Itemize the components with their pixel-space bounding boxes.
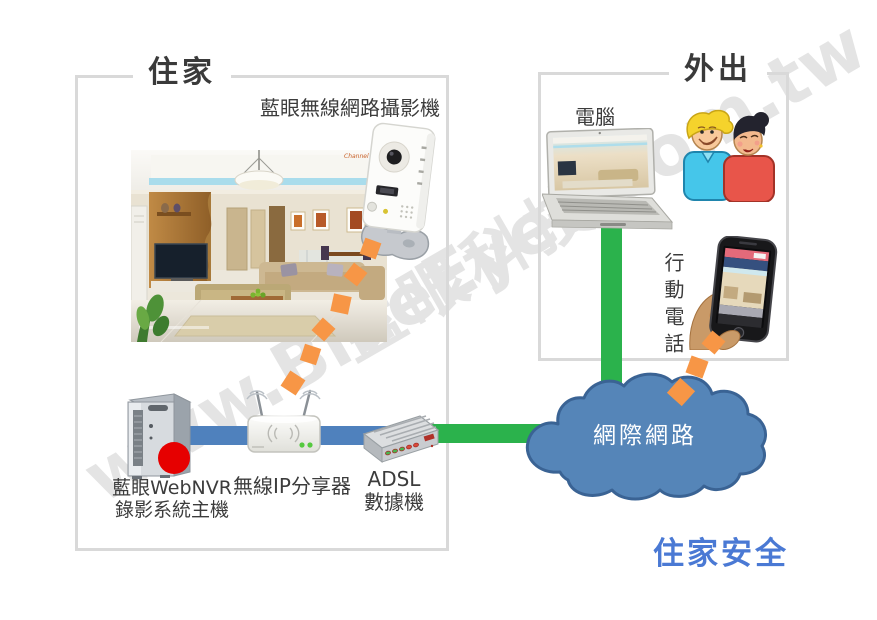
living-room-photo bbox=[131, 150, 387, 342]
nvr-label: 藍眼WebNVR 錄影系統主機 bbox=[92, 477, 252, 521]
internet-cloud-label: 網際網路 bbox=[593, 423, 697, 449]
wireless-router-icon bbox=[246, 389, 321, 453]
modem-label-line1: ADSL bbox=[367, 467, 421, 491]
home-zone-title: 住家 bbox=[133, 54, 231, 92]
internet-line-modem-cloud bbox=[420, 424, 546, 443]
wireless-link-dot bbox=[330, 293, 352, 315]
internet-cloud bbox=[525, 372, 767, 501]
nvr-label-line1: 藍眼WebNVR bbox=[112, 477, 232, 499]
photo-credit-text: Channel bbox=[344, 153, 369, 160]
home-zone-box: 住家 bbox=[75, 54, 449, 551]
away-zone-title: 外出 bbox=[669, 51, 767, 89]
couple-illustration bbox=[683, 109, 775, 202]
laptop-icon bbox=[542, 128, 674, 230]
nvr-label-line2: 錄影系統主機 bbox=[114, 499, 229, 521]
recording-alert-dot bbox=[158, 442, 190, 474]
mobile-phone-label: 行動電話 bbox=[661, 252, 685, 360]
modem-label: ADSL 數據機 bbox=[352, 468, 436, 514]
camera-label: 藍眼無線網路攝影機 bbox=[260, 96, 440, 120]
computer-label: 電腦 bbox=[575, 105, 615, 129]
ip-camera-icon bbox=[360, 122, 436, 260]
mobile-phone-in-hand-icon bbox=[689, 236, 778, 350]
away-zone-box: 外出 bbox=[538, 51, 789, 361]
diagram-caption: 住家安全 bbox=[653, 536, 789, 572]
modem-label-line2: 數據機 bbox=[364, 490, 424, 514]
router-label: 無線IP分享器 bbox=[233, 474, 351, 498]
internet-line-cloud-laptop bbox=[601, 224, 622, 394]
adsl-modem-icon bbox=[362, 415, 440, 464]
